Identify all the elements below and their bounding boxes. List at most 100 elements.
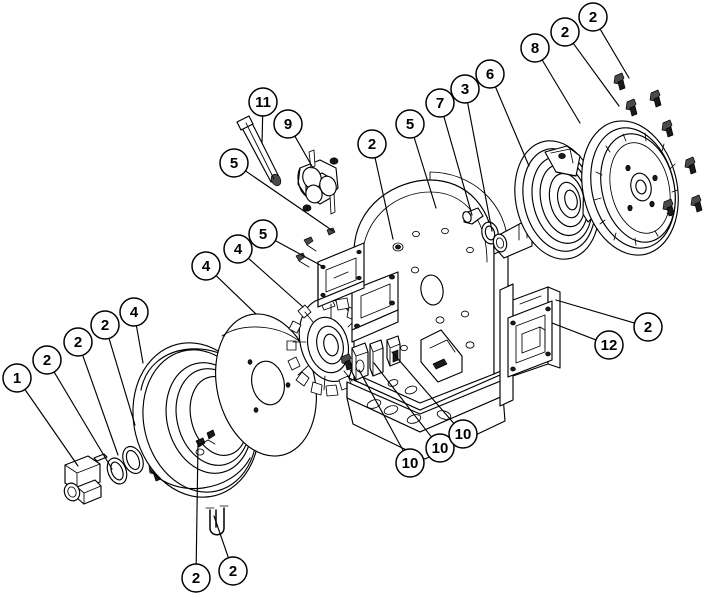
leader-line-5: [244, 170, 334, 232]
balloon-number: 2: [644, 319, 652, 336]
balloon-item-2[interactable]: 2: [550, 17, 580, 47]
balloon-number: 2: [589, 9, 597, 26]
balloon-circle: [450, 74, 480, 104]
leader-line-5: [413, 136, 437, 209]
balloon-item-8[interactable]: 8: [520, 33, 550, 63]
balloon-item-4[interactable]: 4: [191, 251, 221, 281]
balloon-item-6[interactable]: 6: [475, 59, 505, 89]
leader-line-2: [213, 515, 230, 559]
balloon-number: 2: [561, 24, 569, 41]
balloon-circle: [218, 556, 248, 586]
part-valve-fitting: [63, 453, 108, 505]
balloon-number: 5: [406, 116, 414, 133]
balloon-item-3[interactable]: 3: [450, 74, 480, 104]
bolt-6: [690, 194, 703, 213]
balloon-item-5[interactable]: 5: [219, 148, 249, 178]
balloon-item-2[interactable]: 2: [90, 310, 120, 340]
balloon-number: 2: [229, 563, 237, 580]
balloon-number: 7: [436, 95, 444, 112]
leader-line-2: [53, 371, 113, 470]
balloon-item-9[interactable]: 9: [273, 109, 303, 139]
assembly-vibration-damper: [514, 140, 600, 260]
balloon-number: 12: [601, 337, 618, 354]
balloon-circle: [90, 310, 120, 340]
balloon-item-10[interactable]: 10: [395, 448, 425, 478]
balloon-item-2[interactable]: 2: [633, 312, 663, 342]
balloon-item-10[interactable]: 10: [448, 419, 478, 449]
balloon-circle: [633, 312, 663, 342]
balloon-item-5[interactable]: 5: [248, 219, 278, 249]
balloon-circle: [448, 419, 478, 449]
balloon-number: 2: [101, 317, 109, 334]
bellhousing-holes: [392, 227, 475, 352]
balloon-circle: [395, 109, 425, 139]
balloon-item-2[interactable]: 2: [181, 563, 211, 593]
leader-line-10: [358, 369, 404, 452]
balloon-circle: [181, 563, 211, 593]
balloon-circle: [32, 345, 62, 375]
balloon-circle: [520, 33, 550, 63]
balloon-item-5[interactable]: 5: [395, 109, 425, 139]
leader-line-12: [551, 322, 597, 341]
balloon-circle: [425, 88, 455, 118]
balloon-number: 2: [192, 570, 200, 587]
balloon-item-2[interactable]: 2: [32, 345, 62, 375]
balloon-number: 10: [432, 440, 449, 457]
leader-line-4: [135, 325, 144, 364]
leader-line-3: [467, 102, 493, 232]
part-bushing: [462, 207, 484, 225]
balloon-item-11[interactable]: 11: [248, 87, 278, 117]
balloon-circle: [475, 59, 505, 89]
leader-line-5: [274, 240, 323, 267]
balloon-item-4[interactable]: 4: [119, 297, 149, 327]
balloon-number: 10: [402, 455, 419, 472]
leader-line-2: [374, 157, 394, 240]
balloon-item-2[interactable]: 2: [63, 327, 93, 357]
part-mounting-clip-c: [386, 335, 401, 367]
balloon-number: 4: [202, 258, 211, 275]
leader-line-2: [555, 299, 636, 324]
balloon-circle: [191, 251, 221, 281]
balloon-item-4[interactable]: 4: [223, 234, 253, 264]
balloon-number: 6: [486, 66, 494, 83]
balloon-number: 4: [234, 241, 243, 258]
balloon-number: 11: [255, 94, 271, 111]
part-o-ring-large: [122, 445, 144, 475]
leader-line-2: [599, 28, 630, 79]
balloon-number: 10: [455, 426, 472, 443]
balloon-item-12[interactable]: 12: [594, 330, 624, 360]
leader-line-2: [195, 442, 199, 565]
balloon-item-2[interactable]: 2: [357, 129, 387, 159]
leader-line-9: [294, 135, 314, 169]
balloon-number: 2: [74, 334, 82, 351]
leader-line-4: [215, 275, 257, 315]
part-access-cover: [507, 286, 561, 378]
assembly-flywheel: [581, 120, 679, 256]
balloon-circle: [248, 219, 278, 249]
leader-line-2: [82, 354, 119, 456]
bolt-1: [625, 98, 638, 117]
leader-line-1: [24, 388, 79, 467]
bolt-4: [661, 119, 674, 138]
balloon-item-2[interactable]: 2: [218, 556, 248, 586]
part-mounting-clip-b: [369, 339, 384, 377]
leader-line-8: [541, 59, 581, 124]
balloon-number: 2: [43, 352, 51, 369]
balloon-item-10[interactable]: 10: [425, 433, 455, 463]
part-gasket-cover-mid: [317, 242, 365, 308]
leader-line-7: [443, 115, 473, 216]
bolt-5: [684, 156, 697, 175]
balloon-circle: [594, 330, 624, 360]
bolt-7: [662, 198, 675, 217]
part-long-bolt: [236, 115, 282, 187]
balloon-circle: [578, 2, 608, 32]
leader-line-10: [373, 362, 432, 438]
bolt-3: [649, 89, 662, 108]
balloon-circle: [2, 363, 32, 393]
balloon-item-2[interactable]: 2: [578, 2, 608, 32]
balloon-item-1[interactable]: 1: [2, 363, 32, 393]
balloon-item-7[interactable]: 7: [425, 88, 455, 118]
leader-line-2: [572, 42, 620, 107]
